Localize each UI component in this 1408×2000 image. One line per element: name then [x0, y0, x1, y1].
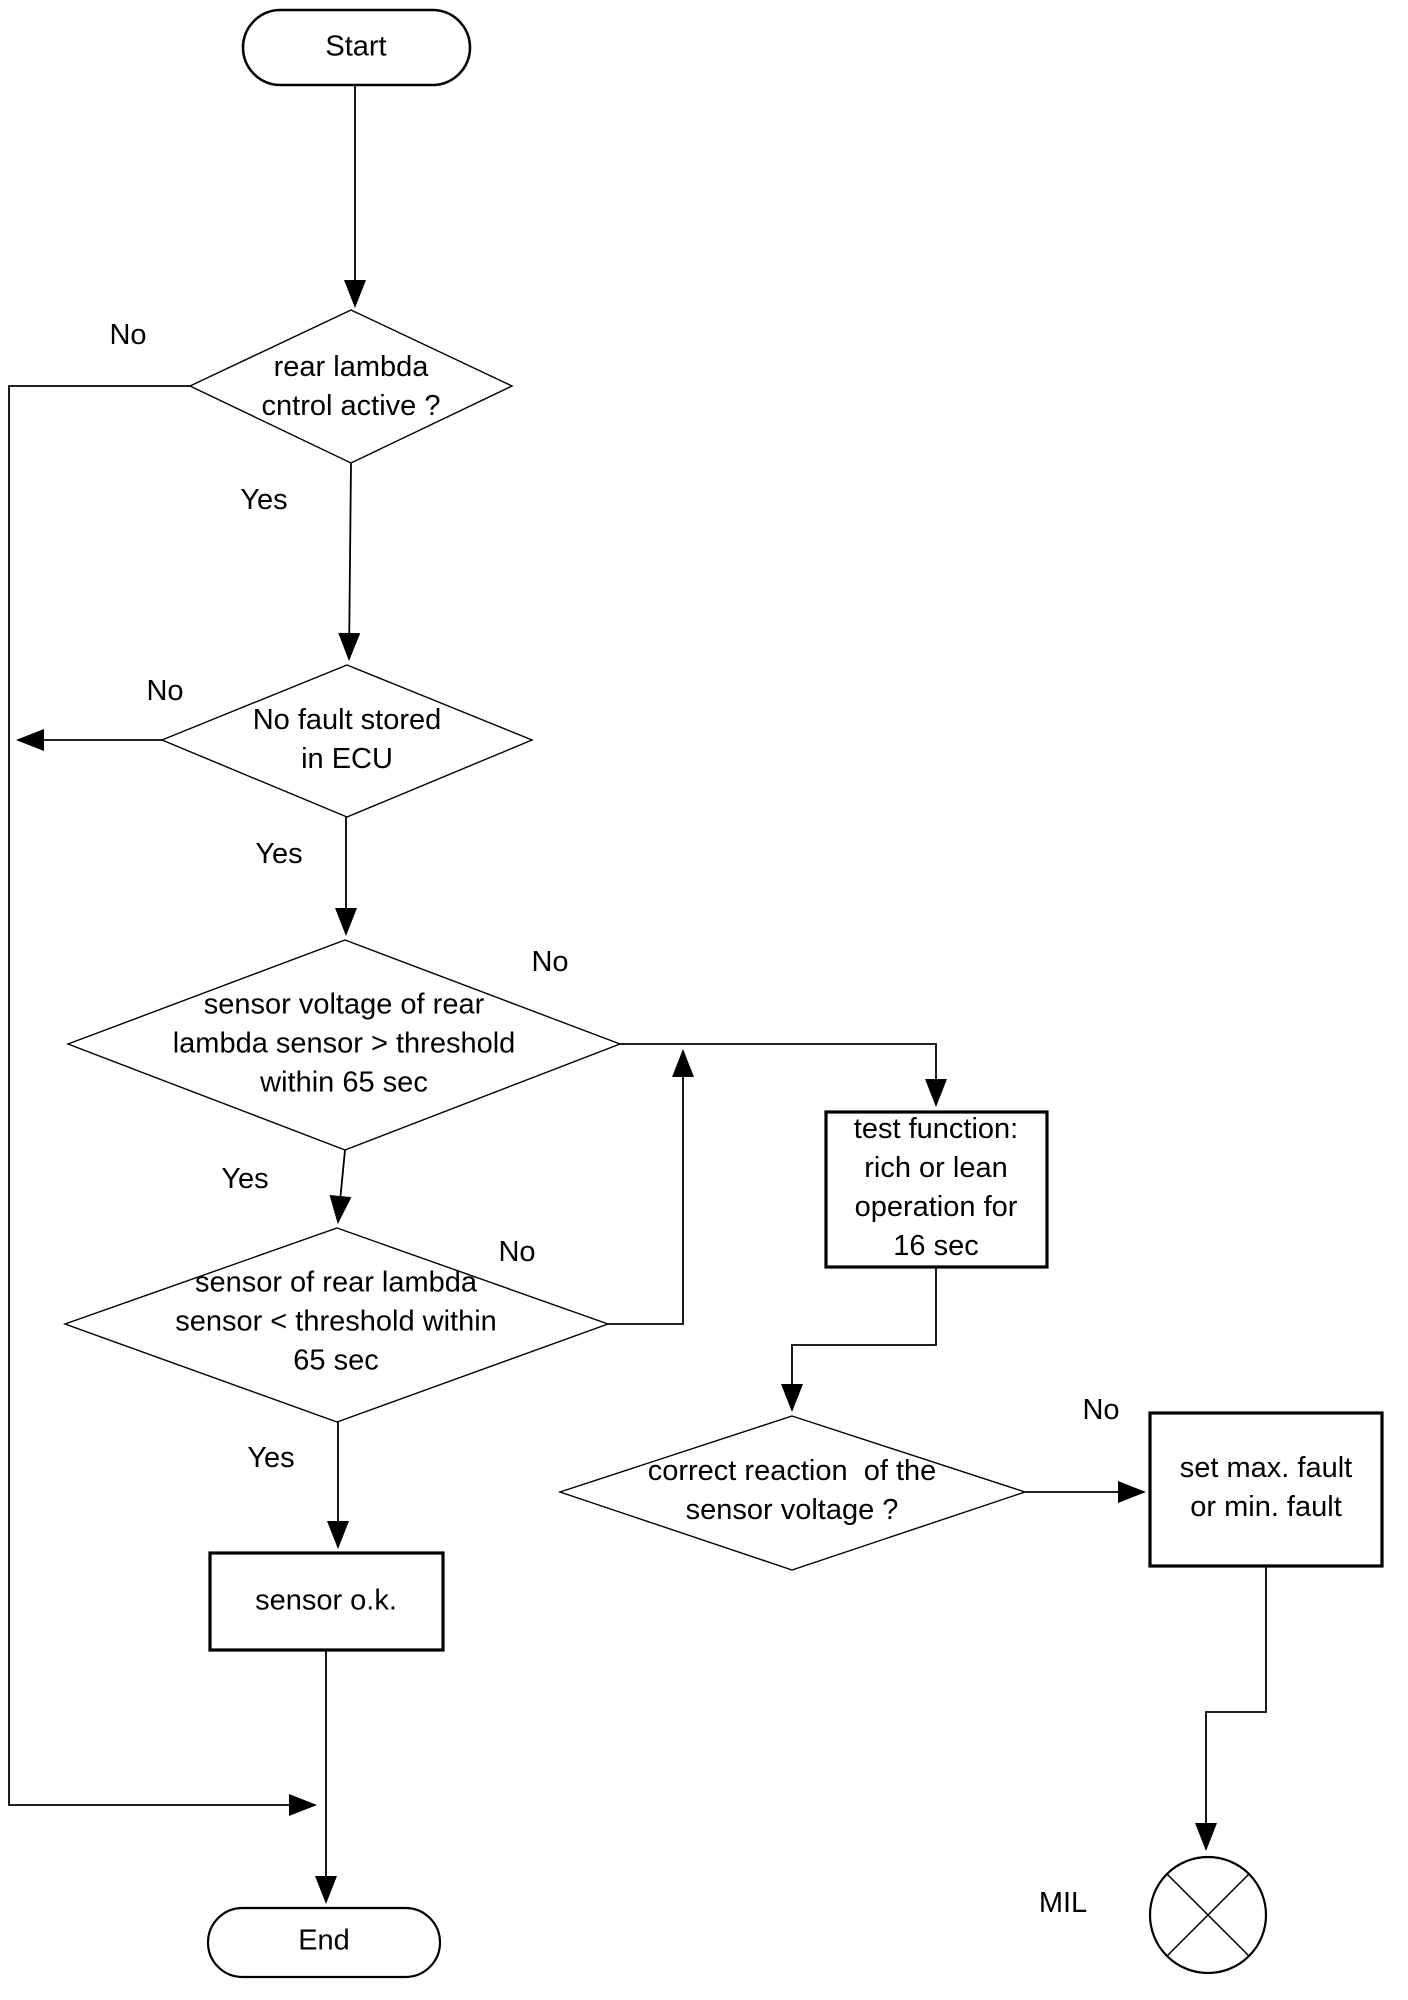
process-test-function-shape	[824, 1110, 1049, 1269]
edge-d1-no-rail	[8, 385, 317, 1816]
edge-setfault-to-mil	[1195, 1566, 1267, 1851]
branch-label-d4-no: No	[498, 1236, 536, 1268]
edge-d1-yes	[338, 462, 361, 661]
branch-label-d1-no: No	[109, 319, 147, 351]
process-set-fault-label: set max. fault or min. fault	[1179, 1452, 1353, 1523]
branch-label-d4-yes: Yes	[247, 1442, 295, 1474]
process-sensor-ok-label: sensor o.k.	[255, 1584, 397, 1617]
edge-d3-yes	[329, 1149, 352, 1224]
process-test-function-label: test function: rich or lean operation fo…	[853, 1113, 1019, 1262]
decision-no-fault-label: No fault stored in ECU	[252, 704, 442, 775]
mil-lamp-cross-line-2	[1166, 1873, 1250, 1957]
branch-label-d3-yes: Yes	[221, 1163, 269, 1195]
decision-voltage-below-label: sensor of rear lambda sensor < threshold…	[175, 1266, 497, 1377]
decision-voltage-above-shape	[66, 939, 622, 1151]
decision-voltage-below-shape	[62, 1227, 611, 1423]
edge-d4-no-merge	[608, 1049, 694, 1325]
process-set-fault-shape	[1148, 1411, 1384, 1568]
decision-correct-reaction-shape	[557, 1415, 1028, 1571]
branch-label-d1-yes: Yes	[240, 484, 288, 516]
decision-rear-lambda-shape	[188, 309, 514, 464]
branch-label-d3-no: No	[531, 946, 569, 978]
decision-rear-lambda-label: rear lambda cntrol active ?	[261, 351, 441, 422]
start-terminal-shape	[241, 8, 472, 87]
end-terminal-shape	[206, 1906, 442, 1979]
edge-test-to-d5	[781, 1267, 937, 1412]
branch-label-d2-yes: Yes	[255, 838, 303, 870]
end-terminal-label: End	[298, 1924, 350, 1957]
process-sensor-ok-shape	[208, 1551, 445, 1652]
decision-no-fault-shape	[160, 664, 534, 818]
branch-label-d5-no: No	[1082, 1394, 1120, 1426]
edge-d3-no-to-test	[620, 1043, 947, 1107]
branch-label-d2-no: No	[146, 675, 184, 707]
start-terminal-label: Start	[325, 30, 387, 63]
decision-correct-reaction-label: correct reaction of the sensor voltage ?	[647, 1455, 937, 1526]
mil-label: MIL	[1038, 1887, 1088, 1919]
decision-voltage-above-label: sensor voltage of rear lambda sensor > t…	[172, 988, 516, 1099]
